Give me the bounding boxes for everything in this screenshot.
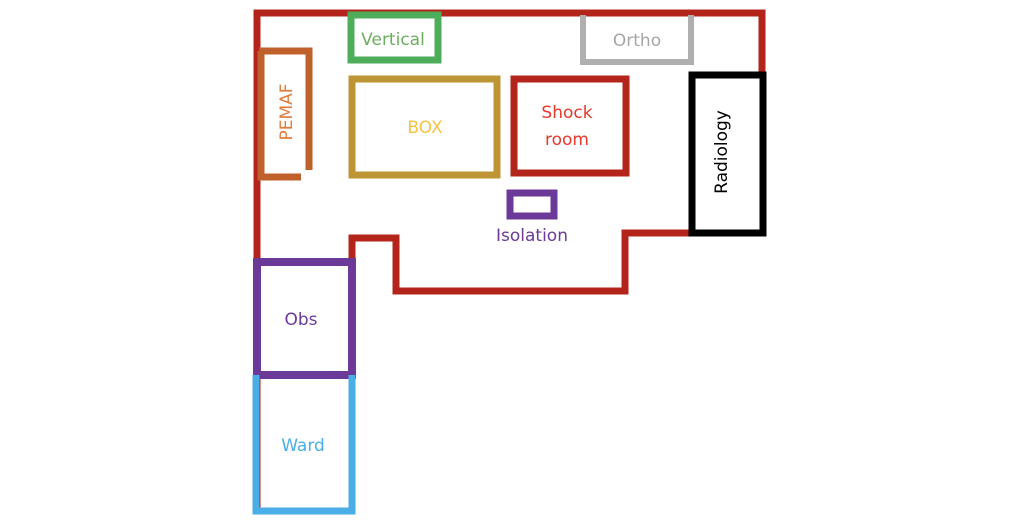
room-shock-room-outline: [510, 75, 630, 177]
room-ortho: Ortho: [580, 15, 694, 65]
room-label-line: Radiology: [712, 110, 732, 194]
room-vertical: Vertical: [347, 11, 442, 64]
room-radiology-label: Radiology: [712, 110, 732, 194]
room-isolation-label: Isolation: [496, 226, 568, 246]
room-label-line: room: [545, 130, 589, 150]
room-pemaf-label: PEMAF: [277, 83, 297, 140]
room-ortho-label: Ortho: [613, 31, 661, 51]
room-obs-label: Obs: [284, 310, 317, 330]
room-pemaf-outline: [257, 47, 313, 181]
room-label-line: PEMAF: [277, 83, 297, 140]
room-isolation-outline: [506, 189, 558, 220]
room-ortho-outline: [580, 15, 694, 65]
room-label-line: Ward: [281, 436, 325, 456]
room-label-line: Shock: [541, 103, 592, 123]
room-radiology-outline: [688, 71, 767, 237]
room-vertical-outline: [347, 11, 442, 64]
room-label-line: BOX: [407, 118, 443, 138]
room-box: BOX: [348, 75, 501, 179]
room-ward-outline: [252, 375, 356, 515]
room-radiology: Radiology: [688, 71, 767, 237]
room-obs: Obs: [253, 258, 356, 379]
room-box-outline: [348, 75, 501, 179]
room-label-line: Ortho: [613, 31, 661, 51]
room-label-line: Vertical: [361, 30, 425, 50]
room-ward: Ward: [252, 375, 356, 515]
room-vertical-label: Vertical: [361, 30, 425, 50]
room-ward-label: Ward: [281, 436, 325, 456]
room-label-line: Obs: [284, 310, 317, 330]
room-isolation: Isolation: [496, 189, 568, 246]
room-shock-room: Shock room: [510, 75, 630, 177]
room-box-label: BOX: [407, 118, 443, 138]
room-shock-room-label: Shock room: [541, 103, 592, 150]
room-obs-outline: [253, 258, 356, 379]
room-pemaf: PEMAF: [257, 47, 313, 181]
room-label-line: Isolation: [496, 226, 568, 246]
